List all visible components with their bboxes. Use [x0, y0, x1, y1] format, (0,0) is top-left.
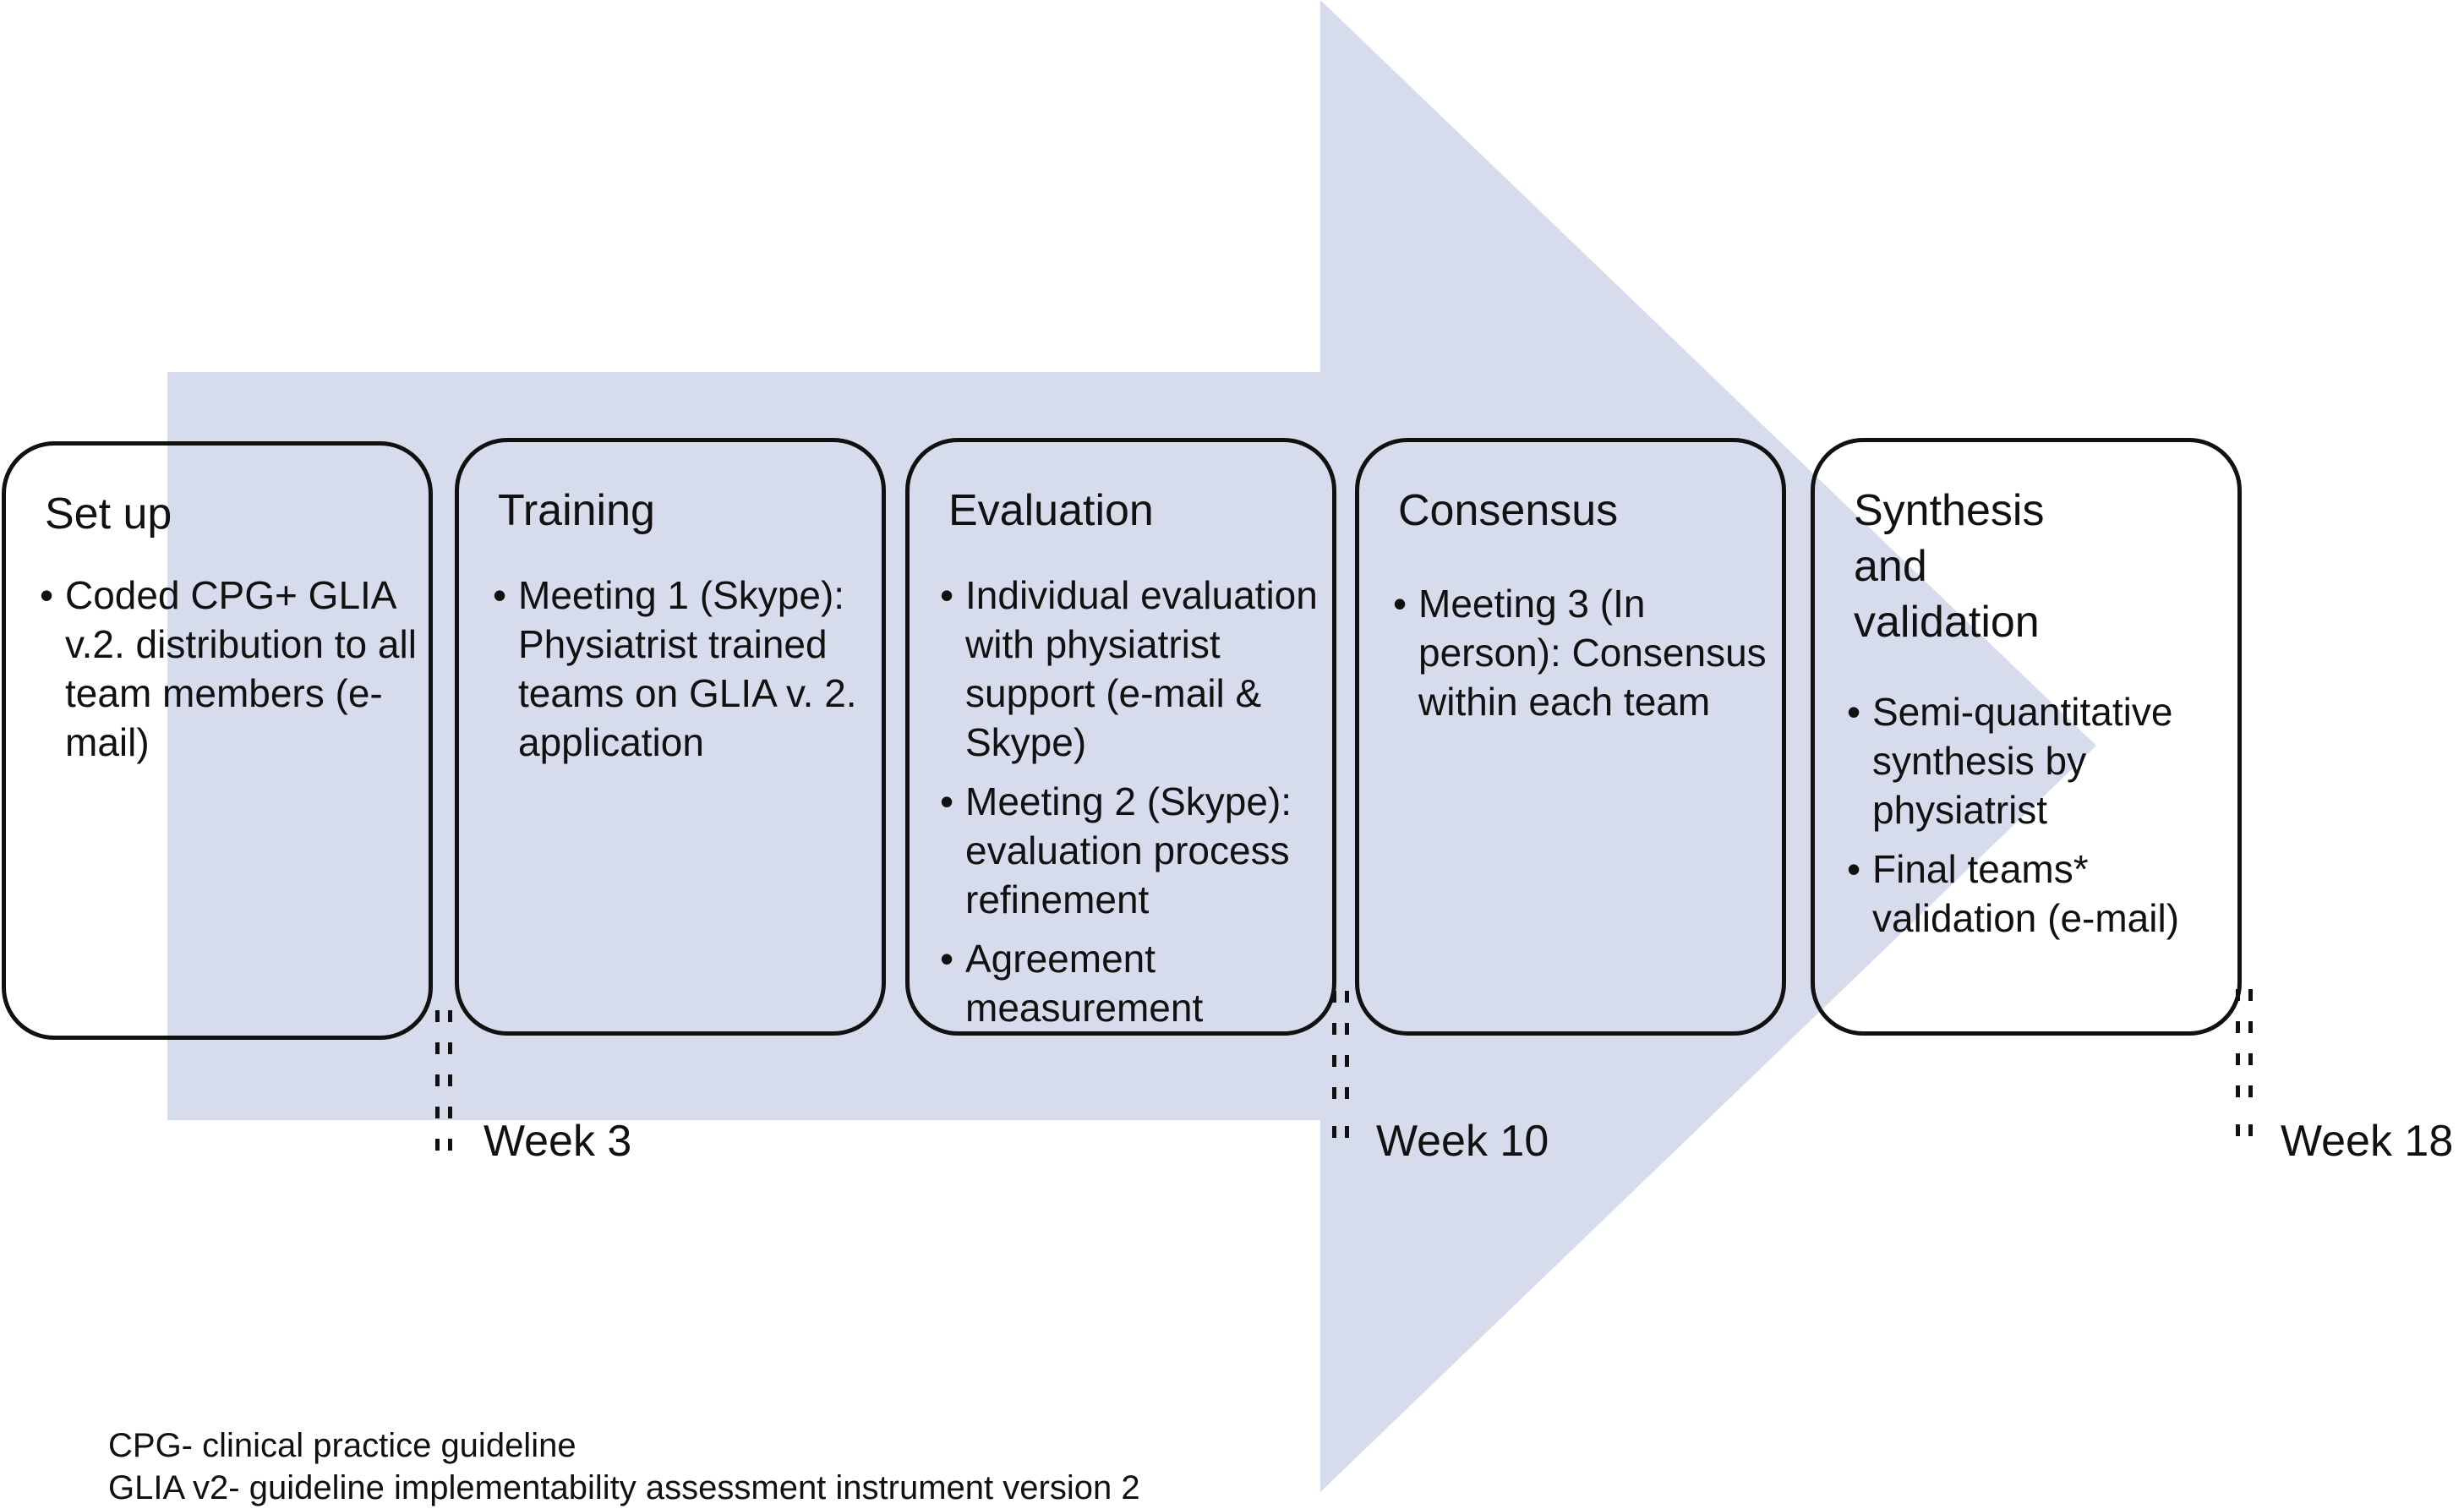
milestone-label-week-3: Week 3	[484, 1117, 632, 1166]
milestone-label-week-18: Week 18	[2281, 1117, 2454, 1166]
bullet-item: •Coded CPG+ GLIA v.2. distribution to al…	[40, 573, 417, 764]
stage-title: Training	[498, 486, 655, 535]
stage-bullets: •Semi-quantitative synthesis by physiatr…	[1847, 687, 2226, 953]
stage-bullets: •Meeting 1 (Skype): Physiatrist trained …	[493, 571, 870, 777]
stage-bullets: •Coded CPG+ GLIA v.2. distribution to al…	[40, 571, 417, 777]
bullet-item: •Final teams* validation (e-mail)	[1847, 847, 2180, 940]
stage-title: Set up	[45, 489, 172, 539]
arrow-shape	[167, 0, 2096, 1492]
stage-title: Consensus	[1398, 486, 1619, 535]
bullet-item: •Meeting 3 (In person): Consensus within…	[1393, 582, 1767, 724]
milestone-label-week-10: Week 10	[1376, 1117, 1549, 1166]
bullet-item: •Semi-quantitative synthesis by physiatr…	[1847, 690, 2173, 832]
stage-training: Training •Meeting 1 (Skype): Physiatrist…	[455, 438, 886, 1036]
bullet-item: •Agreement measurement	[940, 937, 1204, 1030]
stage-title: Evaluation	[948, 486, 1154, 535]
stage-evaluation: Evaluation •Individual evaluation with p…	[905, 438, 1336, 1036]
stage-bullets: •Meeting 3 (In person): Consensus within…	[1393, 579, 1782, 736]
stage-consensus: Consensus •Meeting 3 (In person): Consen…	[1355, 438, 1786, 1036]
bullet-item: •Meeting 1 (Skype): Physiatrist trained …	[493, 573, 857, 764]
stage-setup: Set up •Coded CPG+ GLIA v.2. distributio…	[2, 441, 433, 1040]
bullet-item: •Meeting 2 (Skype): evaluation process r…	[940, 779, 1292, 921]
footnote-cpg: CPG- clinical practice guideline	[108, 1427, 576, 1464]
bullet-item: •Individual evaluation with physiatrist …	[940, 573, 1318, 764]
stage-title: Synthesis and validation	[1854, 486, 2045, 647]
stage-bullets: •Individual evaluation with physiatrist …	[940, 571, 1320, 1042]
footnote-glia: GLIA v2- guideline implementability asse…	[108, 1469, 1140, 1506]
stage-synthesis-validation: Synthesis and validation •Semi-quantitat…	[1811, 438, 2242, 1036]
